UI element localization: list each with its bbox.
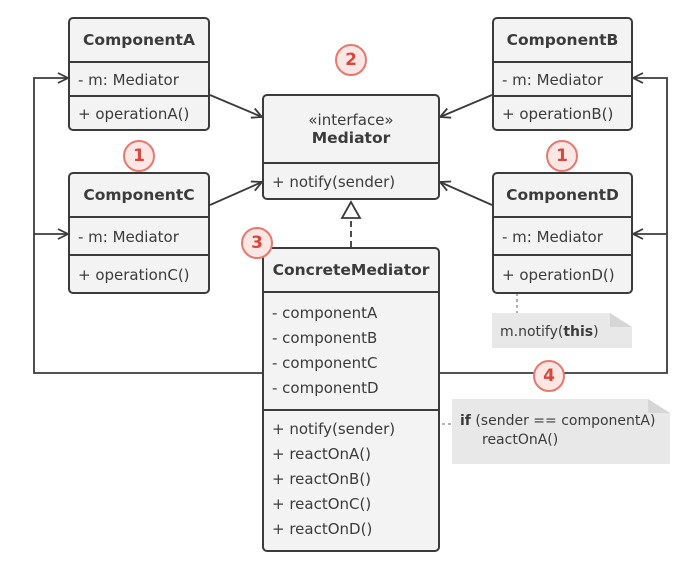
step-badge: 2 [335, 44, 367, 76]
step-badge: 4 [533, 360, 565, 392]
component-a-class: ComponentA - m: Mediator + operationA() [68, 17, 210, 131]
arrow-a-to-mediator [209, 94, 262, 117]
concrete-fields: - componentA - componentB - componentC -… [264, 291, 438, 409]
concrete-field: - componentB [272, 329, 378, 347]
component-c-method: + operationC() [70, 254, 208, 292]
mediator-name: Mediator [311, 129, 391, 147]
component-b-name: ComponentB [506, 31, 619, 49]
note-notify-call-shape [492, 313, 632, 348]
component-a-name: ComponentA [83, 31, 195, 49]
component-b-field: - m: Mediator [494, 61, 631, 95]
component-d-name: ComponentD [506, 186, 619, 204]
concrete-method: + reactOnB() [272, 470, 372, 488]
component-b-class: ComponentB - m: Mediator + operationB() [492, 17, 633, 131]
component-d-field: - m: Mediator [494, 216, 631, 254]
component-a-method: + operationA() [70, 95, 208, 129]
arrow-concrete-to-a [33, 78, 262, 374]
component-c-name: ComponentC [83, 186, 195, 204]
component-d-method: + operationD() [494, 254, 631, 292]
mediator-interface: «interface» Mediator + notify(sender) [262, 94, 440, 200]
concrete-field: - componentD [272, 379, 379, 397]
concrete-method: + reactOnD() [272, 520, 373, 538]
note-notify-call: m.notify(this) [500, 324, 599, 340]
step-badge: 3 [241, 227, 273, 259]
concrete-field: - componentA [272, 304, 378, 322]
concrete-method: + notify(sender) [272, 420, 396, 438]
concrete-mediator-class: ConcreteMediator - componentA - componen… [262, 247, 440, 552]
note-notify-impl: if (sender == componentA) reactOnA() [460, 413, 656, 448]
realization-triangle [340, 200, 362, 219]
component-c-field: - m: Mediator [70, 216, 208, 254]
mediator-stereotype: «interface» [308, 111, 394, 129]
step-badge: 1 [546, 140, 578, 172]
component-a-field: - m: Mediator [70, 61, 208, 95]
component-d-class: ComponentD - m: Mediator + operationD() [492, 172, 633, 294]
concrete-field: - componentC [272, 354, 378, 372]
step-badge: 1 [123, 140, 155, 172]
concrete-methods: + notify(sender) + reactOnA() + reactOnB… [264, 409, 438, 550]
concrete-method: + reactOnA() [272, 445, 372, 463]
note-notify-impl-shape [452, 399, 670, 464]
arrow-c-to-mediator [209, 182, 262, 206]
concrete-mediator-name: ConcreteMediator [272, 261, 430, 279]
component-c-class: ComponentC - m: Mediator + operationC() [68, 172, 210, 294]
arrow-b-to-mediator [440, 94, 493, 117]
component-b-method: + operationB() [494, 95, 631, 129]
arrow-d-to-mediator [440, 182, 493, 206]
concrete-method: + reactOnC() [272, 495, 372, 513]
mediator-method: + notify(sender) [264, 162, 438, 198]
